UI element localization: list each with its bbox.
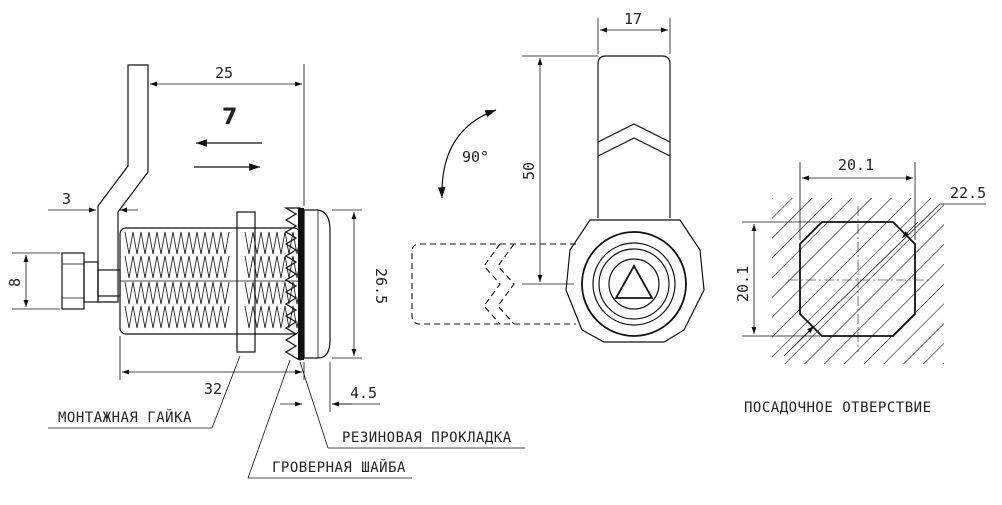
rubber-gasket — [298, 208, 304, 360]
dim-50: 50 — [520, 162, 538, 180]
dim-17: 17 — [624, 10, 642, 28]
mounting-nut — [236, 211, 256, 353]
dim-32: 32 — [204, 380, 222, 398]
threaded-body — [119, 227, 302, 335]
cam-rotated-position — [411, 243, 576, 325]
dim-20-1-side: 20.1 — [734, 266, 752, 302]
grover-washer — [283, 207, 301, 361]
dim-4-5: 4.5 — [350, 384, 377, 402]
dim-8: 8 — [6, 278, 24, 287]
dim-25: 25 — [215, 64, 233, 82]
dim-26-5: 26.5 — [372, 268, 390, 304]
dim-3: 3 — [62, 190, 71, 208]
lock-body-outer — [565, 219, 705, 343]
label-grover-washer: ГРОВЕРНАЯ ШАЙБА — [272, 458, 406, 476]
rotation-arrow — [437, 109, 497, 199]
dim-7: 7 — [222, 105, 237, 130]
lock-face-ring — [581, 231, 687, 337]
label-mounting-nut: МОНТАЖНАЯ ГАЙКА — [58, 408, 192, 426]
side-view — [61, 64, 331, 361]
dim-90: 90° — [462, 148, 489, 166]
front-view: 90° 17 50 — [411, 10, 705, 343]
mounting-hole-outline — [799, 221, 916, 337]
label-mounting-hole: ПОСАДОЧНОЕ ОТВЕРСТВИЕ — [744, 400, 932, 416]
cam-lever-front — [597, 55, 671, 218]
triangle-keyway — [614, 264, 654, 299]
dim-20-1-top: 20.1 — [838, 156, 874, 174]
mounting-hole-view: 22.5 20.1 20.1 ПОСАДОЧНОЕ ОТВЕРСТВИЕ — [734, 156, 986, 416]
part-labels: МОНТАЖНАЯ ГАЙКА РЕЗИНОВАЯ ПРОКЛАДКА ГРОВ… — [48, 355, 525, 479]
label-rubber-gasket: РЕЗИНОВАЯ ПРОКЛАДКА — [342, 430, 512, 446]
front-flange — [303, 209, 331, 359]
key-knob — [61, 252, 121, 310]
cam-lever — [97, 64, 149, 303]
side-view-dimensions: 25 7 3 8 32 26.5 4.5 — [6, 64, 390, 412]
dim-22-5: 22.5 — [950, 184, 986, 202]
